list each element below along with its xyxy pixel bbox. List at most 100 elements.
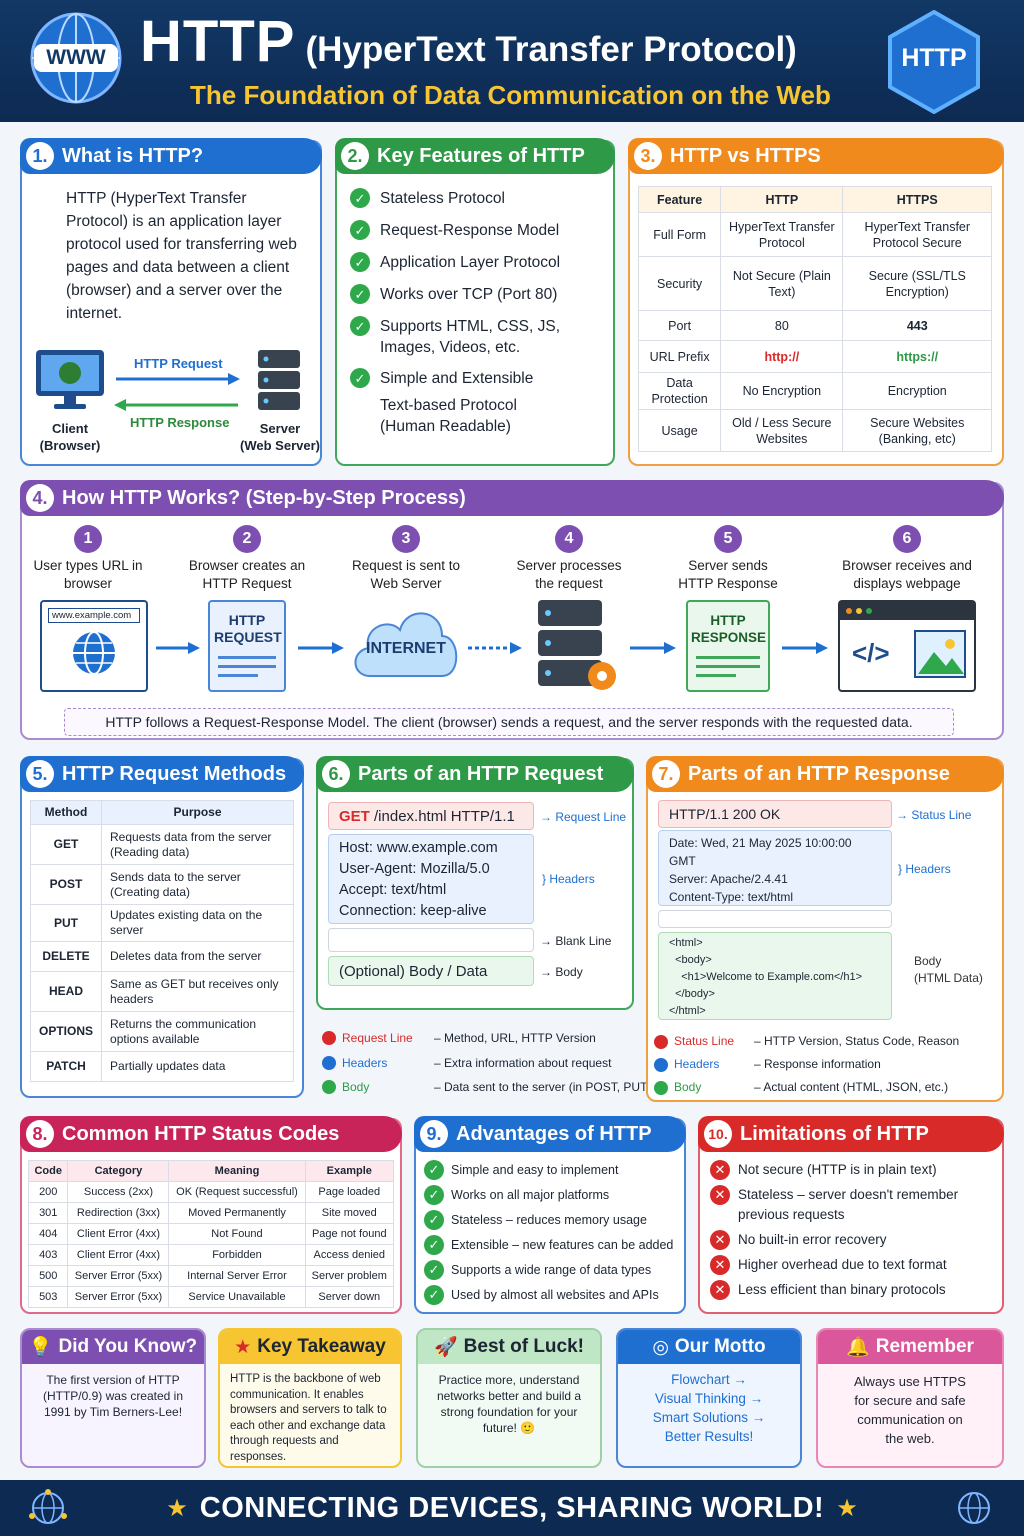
feature-item: ✓Application Layer Protocol — [350, 252, 606, 273]
http-badge-label: HTTP — [901, 44, 967, 72]
x-icon: ✕ — [710, 1160, 730, 1180]
star-icon: ★ — [836, 1494, 858, 1522]
section-9-title: 9.Advantages of HTTP — [414, 1116, 686, 1152]
page-title: HTTP(HyperText Transfer Protocol) — [140, 9, 797, 74]
card-remember: 🔔Remember Always use HTTPS for secure an… — [816, 1328, 1004, 1468]
section-4-title: 4.How HTTP Works? (Step-by-Step Process) — [20, 480, 1004, 516]
check-icon: ✓ — [350, 284, 370, 304]
headers-label: } Headers — [542, 872, 595, 886]
status-line-box: HTTP/1.1 200 OK — [658, 800, 892, 828]
rocket-icon: 🚀 — [433, 1337, 458, 1358]
advantage-item: ✓Used by almost all websites and APIs — [424, 1285, 682, 1305]
check-icon: ✓ — [424, 1210, 444, 1230]
server-icon — [258, 350, 300, 410]
internet-label: INTERNET — [366, 640, 446, 657]
webpage-window-icon: </> — [838, 600, 976, 692]
blank-line-label: → Blank Line — [540, 934, 612, 948]
check-icon: ✓ — [424, 1285, 444, 1305]
footer-banner: ★ CONNECTING DEVICES, SHARING WORLD! ★ — [0, 1480, 1024, 1536]
response-legend: Status Line– HTTP Version, Status Code, … — [654, 1030, 959, 1099]
target-icon: ◎ — [652, 1336, 669, 1358]
features-list: ✓Stateless Protocol ✓Request-Response Mo… — [350, 188, 606, 437]
blank-line-box — [328, 928, 534, 952]
response-document-icon: HTTP RESPONSE — [686, 600, 770, 692]
server-label: Server (Web Server) — [240, 421, 320, 453]
bell-icon: 🔔 — [846, 1337, 870, 1358]
section-10-title: 10.Limitations of HTTP — [698, 1116, 1004, 1152]
limitation-item: ✕Higher overhead due to text format — [710, 1255, 996, 1275]
request-legend: Request Line– Method, URL, HTTP Version … — [322, 1026, 651, 1100]
section-3-title: 3.HTTP vs HTTPS — [628, 138, 1004, 174]
advantage-item: ✓Simple and easy to implement — [424, 1160, 682, 1180]
request-document-icon: HTTP REQUEST — [208, 600, 286, 692]
advantage-item: ✓Extensible – new features can be added — [424, 1235, 682, 1255]
code-icon: </> — [852, 638, 890, 668]
page-subtitle: The Foundation of Data Communication on … — [190, 80, 831, 110]
section-6-title: 6.Parts of an HTTP Request — [316, 756, 634, 792]
feature-item: ✓Stateless Protocol — [350, 188, 606, 209]
card-did-you-know: 💡Did You Know? The first version of HTTP… — [20, 1328, 206, 1468]
x-icon: ✕ — [710, 1280, 730, 1300]
lightbulb-icon: 💡 — [28, 1337, 53, 1358]
request-line-box: GET /index.html HTTP/1.1 — [328, 802, 534, 830]
check-icon: ✓ — [424, 1185, 444, 1205]
flow-arrow-icon — [782, 642, 828, 654]
advantages-list: ✓Simple and easy to implement ✓Works on … — [424, 1160, 682, 1305]
request-arrow-icon — [116, 373, 240, 385]
check-icon: ✓ — [424, 1260, 444, 1280]
star-icon: ★ — [166, 1494, 188, 1522]
limitation-item: ✕Stateless – server doesn't remember pre… — [710, 1185, 996, 1225]
advantage-item: ✓Works on all major platforms — [424, 1185, 682, 1205]
image-icon — [914, 630, 966, 678]
x-icon: ✕ — [710, 1185, 730, 1205]
limitation-item: ✕No built-in error recovery — [710, 1230, 996, 1250]
check-icon: ✓ — [424, 1235, 444, 1255]
limitations-list: ✕Not secure (HTTP is in plain text) ✕Sta… — [710, 1160, 996, 1300]
response-body-box: <html> <body> <h1>Welcome to Example.com… — [658, 932, 892, 1020]
response-headers-label: } Headers — [898, 862, 951, 876]
feature-item: ✓Request-Response Model — [350, 220, 606, 241]
http-response-label: HTTP Response — [130, 415, 230, 430]
advantage-item: ✓Supports a wide range of data types — [424, 1260, 682, 1280]
x-icon: ✕ — [710, 1230, 730, 1250]
feature-item: ✓Simple and Extensible — [350, 368, 606, 389]
flow-arrow-icon — [298, 642, 344, 654]
card-key-takeaway: ★Key Takeaway HTTP is the backbone of we… — [218, 1328, 402, 1468]
check-icon: ✓ — [350, 220, 370, 240]
response-body-label: Body (HTML Data) — [914, 954, 983, 985]
http-definition: HTTP (HyperText Transfer Protocol) is an… — [66, 190, 297, 322]
section-2-title: 2.Key Features of HTTP — [335, 138, 615, 174]
url-bar: www.example.com — [48, 608, 140, 623]
limitation-item: ✕Less efficient than binary protocols — [710, 1280, 996, 1300]
client-monitor-icon — [36, 350, 104, 409]
header-banner: WWW HTTP(HyperText Transfer Protocol) Th… — [0, 0, 1024, 122]
check-icon: ✓ — [350, 188, 370, 208]
status-line-label: → Status Line — [896, 808, 972, 822]
x-icon: ✕ — [710, 1255, 730, 1275]
star-icon: ★ — [234, 1336, 252, 1358]
http-hexagon-icon — [888, 10, 980, 114]
http-request-label: HTTP Request — [134, 356, 223, 371]
response-arrow-icon — [114, 399, 238, 411]
browser-window-icon: www.example.com — [40, 600, 148, 692]
flow-arrow-icon — [156, 642, 200, 654]
check-icon: ✓ — [350, 316, 370, 336]
section-5-title: 5.HTTP Request Methods — [20, 756, 304, 792]
section-1-title: 1.What is HTTP? — [20, 138, 322, 174]
network-globe-icon — [29, 1489, 67, 1524]
client-label: Client (Browser) — [39, 421, 101, 453]
server-processing-icon — [538, 600, 616, 690]
check-icon: ✓ — [350, 252, 370, 272]
check-icon: ✓ — [350, 368, 370, 388]
flow-arrow-icon — [630, 642, 676, 654]
advantage-item: ✓Stateless – reduces memory usage — [424, 1210, 682, 1230]
limitation-item: ✕Not secure (HTTP is in plain text) — [710, 1160, 996, 1180]
